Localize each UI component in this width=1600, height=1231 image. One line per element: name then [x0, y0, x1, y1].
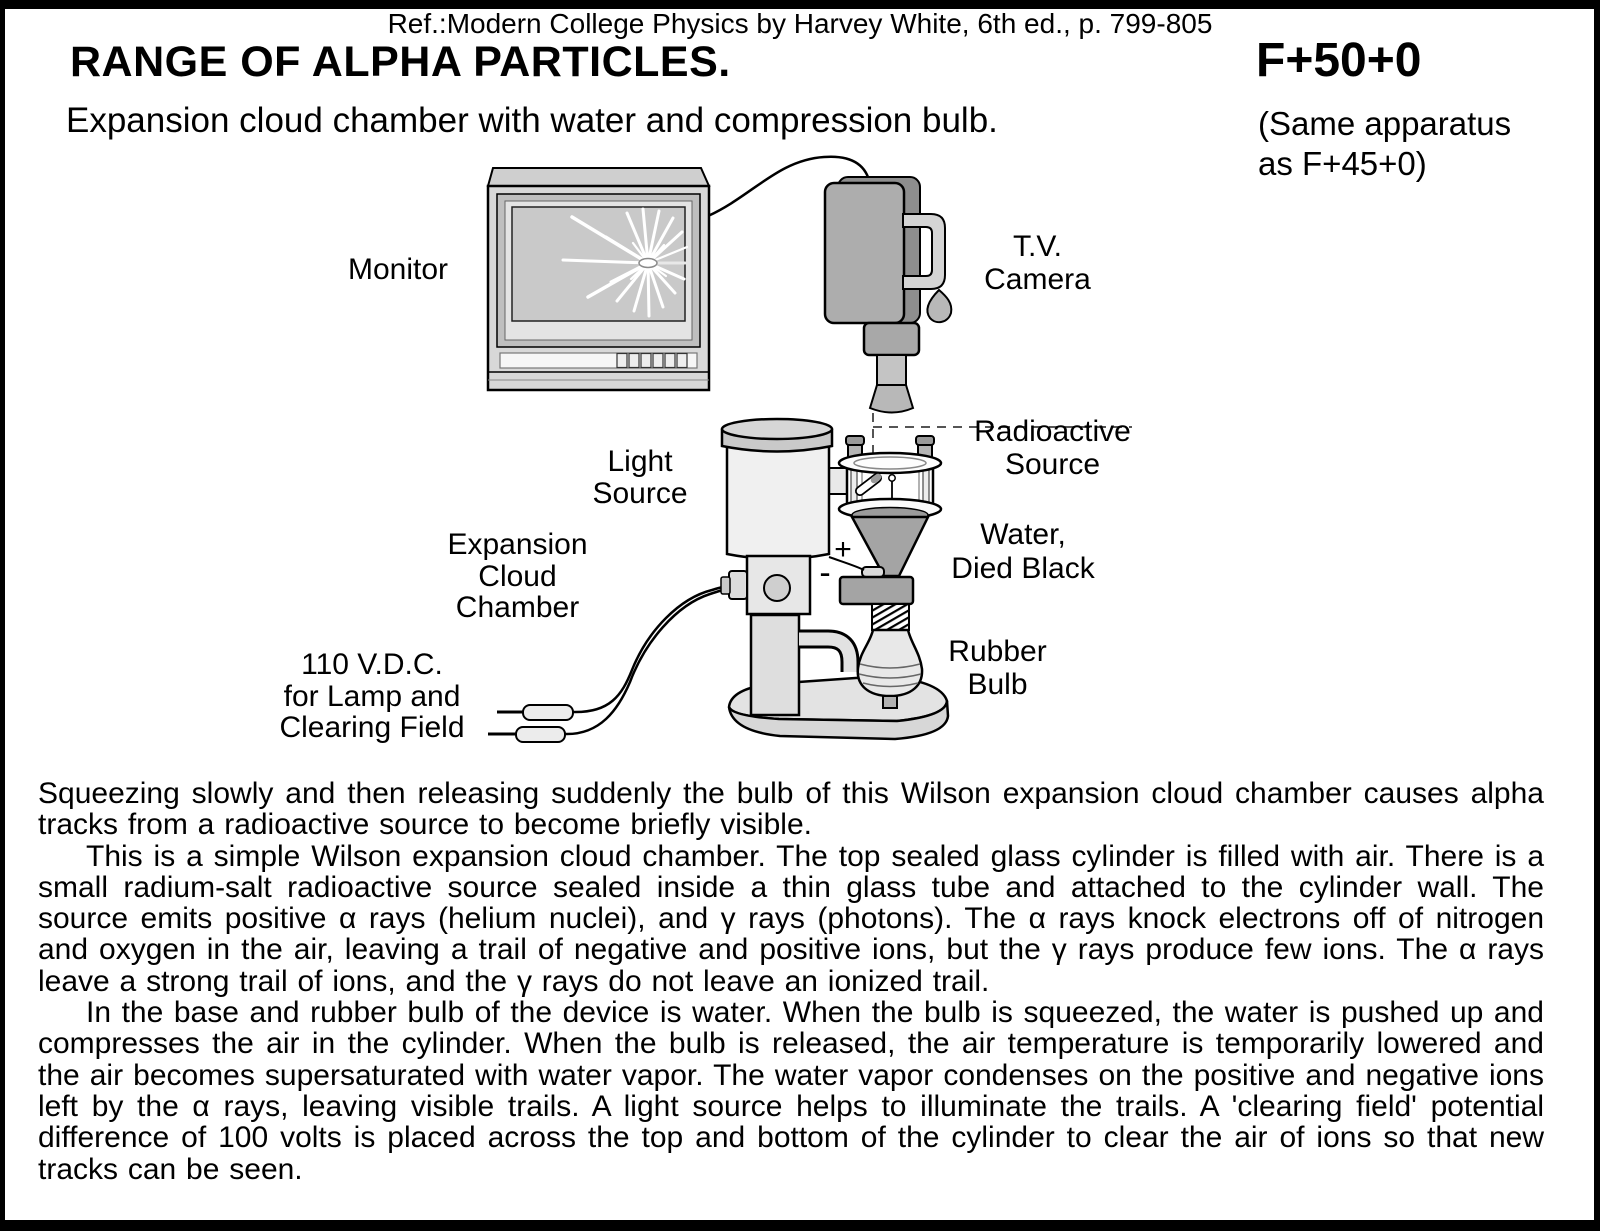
camera-knob: [926, 288, 953, 324]
subtitle-note-line1: (Same apparatus: [1258, 105, 1512, 142]
description-text: Squeezing slowly and then releasing sudd…: [38, 778, 1544, 1185]
camera-cable: [707, 155, 872, 218]
demo-code: F+50+0: [1256, 34, 1422, 87]
page-subtitle: Expansion cloud chamber with water and c…: [66, 101, 998, 140]
lamp-connector: [728, 570, 748, 600]
label-tv-camera: T.V. Camera: [984, 230, 1091, 296]
label-minus-terminal: -: [819, 554, 831, 592]
light-source-drawing: [720, 417, 834, 616]
clearing-field-wire: [828, 556, 865, 571]
camera-lens-cone: [868, 384, 915, 414]
label-water-died-black: Water, Died Black: [951, 518, 1095, 585]
label-rubber-bulb: Rubber Bulb: [948, 635, 1047, 701]
label-monitor: Monitor: [348, 253, 449, 286]
label-light-source: Light Source: [592, 445, 688, 510]
cloud-chamber-drawing: [828, 435, 943, 709]
reference-line: Ref.:Modern College Physics by Harvey Wh…: [387, 8, 1213, 39]
camera-handle: [902, 213, 946, 290]
paragraph-summary: Squeezing slowly and then releasing sudd…: [38, 777, 1544, 842]
tv-camera-drawing: [823, 176, 953, 414]
monitor-drawing: [486, 167, 711, 392]
monitor-buttons: [616, 352, 688, 369]
terminal-cap: [861, 566, 885, 578]
bulb-nub: [882, 695, 898, 709]
label-expansion-cloud-chamber: Expansion Cloud Chamber: [447, 528, 588, 624]
bulb-neck: [871, 603, 910, 631]
valve-block: [838, 575, 915, 606]
label-radioactive-source: Radioactive Source: [974, 415, 1131, 481]
apparatus-illustration: [486, 155, 1132, 743]
track-source-dot: [638, 257, 658, 269]
water-pipe: [799, 629, 860, 672]
subtitle-note-line2: as F+45+0): [1258, 145, 1427, 182]
label-plus-terminal: +: [834, 533, 852, 566]
radioactive-source-tube: [855, 473, 882, 496]
subtitle-note: (Same apparatus as F+45+0): [1258, 104, 1511, 184]
radioactive-source-pointer: [872, 413, 1132, 466]
stand-column: [749, 613, 801, 717]
page-title: RANGE OF ALPHA PARTICLES.: [70, 38, 731, 86]
light-source-knob: [763, 574, 791, 602]
apparatus-diagram: Monitor T.V. Camera Radioactive Source L…: [0, 150, 1600, 770]
label-110-vdc: 110 V.D.C. for Lamp and Clearing Field: [279, 648, 465, 744]
banana-plugs: [488, 704, 574, 743]
paragraph-chamber-description: This is a simple Wilson expansion cloud …: [38, 839, 1544, 998]
paragraph-operation: In the base and rubber bulb of the devic…: [38, 996, 1544, 1186]
